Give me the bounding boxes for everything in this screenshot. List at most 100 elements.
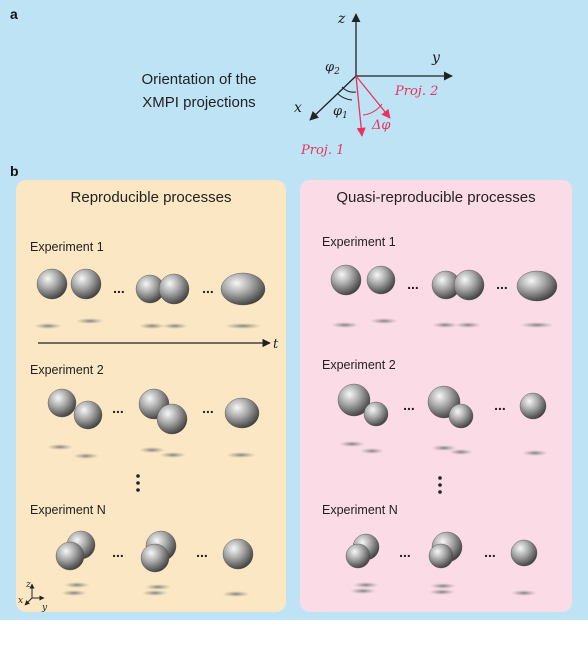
sphere-layer	[36, 264, 558, 573]
time-axis-label: t	[273, 337, 279, 352]
sphere-shadow	[34, 323, 62, 329]
sphere-shadow	[226, 452, 256, 458]
sphere-shadow	[430, 583, 456, 589]
x-axis-label: x	[294, 100, 302, 116]
sphere	[36, 268, 68, 300]
vertical-ellipsis-dot	[438, 483, 442, 487]
vertical-ellipsis-dot	[136, 481, 140, 485]
sphere-shadow	[162, 323, 188, 329]
sphere-shadow	[455, 322, 481, 328]
projection-2-label: Proj. 2	[394, 84, 438, 99]
reproducible-experiment-1-label: Experiment 1	[30, 240, 104, 254]
phi1-arc	[337, 93, 353, 101]
sphere-shadow	[520, 322, 554, 328]
ellipsis: ...	[202, 280, 214, 296]
sphere-shadow	[511, 590, 537, 596]
sphere-shadow	[431, 445, 457, 451]
sphere	[158, 273, 190, 305]
sphere	[366, 265, 396, 295]
small-z-label: z	[25, 580, 31, 590]
shadow-layer	[34, 318, 554, 597]
orientation-caption-line1: Orientation of the	[141, 71, 256, 88]
sphere	[428, 543, 454, 569]
sphere	[156, 403, 188, 435]
quasi-experiment-2-label: Experiment 2	[322, 358, 396, 372]
sphere	[337, 383, 371, 417]
sphere-shadow	[522, 450, 548, 456]
sphere-shadow	[432, 322, 458, 328]
y-axis-label: y	[431, 50, 441, 66]
ellipsis: ...	[494, 397, 506, 413]
sphere	[47, 388, 77, 418]
projection-2-arrow	[355, 75, 391, 119]
panel-a-background	[0, 0, 588, 158]
sphere	[330, 264, 362, 296]
sphere-shadow	[331, 322, 359, 328]
panel-b-label: b	[10, 163, 19, 179]
quasi-experiment-1-label: Experiment 1	[322, 235, 396, 249]
ellipsis: ...	[484, 544, 496, 560]
sphere-shadow	[139, 447, 165, 453]
sphere-shadow	[47, 444, 73, 450]
sphere	[448, 403, 474, 429]
vertical-ellipsis-dot	[438, 476, 442, 480]
sphere	[220, 272, 266, 306]
sphere-shadow	[339, 441, 365, 447]
phi2-symbol: φ2	[325, 60, 340, 77]
sphere	[70, 268, 102, 300]
sphere	[516, 270, 558, 302]
sphere-shadow	[142, 590, 168, 596]
sphere-shadow	[76, 318, 104, 324]
sphere-shadow	[139, 323, 165, 329]
sphere	[345, 543, 371, 569]
vertical-ellipsis	[136, 474, 140, 492]
sphere-shadow	[360, 448, 384, 454]
quasi-reproducible-title: Quasi-reproducible processes	[336, 189, 535, 206]
orientation-diagram: z y x φ2 φ1 Δφ Proj. 2 Proj. 1	[294, 11, 453, 158]
phi2-arc	[341, 86, 357, 93]
vertical-ellipsis	[438, 476, 442, 494]
reproducible-experiment-n-label: Experiment N	[30, 503, 106, 517]
delta-phi-label: Δφ	[371, 118, 391, 133]
sphere	[55, 541, 85, 571]
small-y-label: y	[41, 603, 48, 613]
sphere-shadow	[449, 449, 473, 455]
reproducible-title: Reproducible processes	[71, 189, 232, 206]
small-x-label: x	[18, 596, 23, 606]
ellipsis: ...	[202, 400, 214, 416]
sphere-shadow	[145, 584, 171, 590]
ellipsis-layer: ....................................	[112, 276, 508, 560]
ellipsis: ...	[112, 400, 124, 416]
ellipsis: ...	[403, 397, 415, 413]
sphere	[224, 397, 260, 429]
sphere-shadow	[64, 582, 90, 588]
quasi-experiment-n-label: Experiment N	[322, 503, 398, 517]
sphere-shadow	[429, 589, 455, 595]
sphere-shadow	[61, 590, 87, 596]
sphere-shadow	[224, 323, 262, 329]
ellipsis: ...	[399, 544, 411, 560]
sphere	[222, 538, 254, 570]
delta-phi-arc	[362, 103, 383, 116]
reproducible-experiment-2-label: Experiment 2	[30, 363, 104, 377]
ellipsis: ...	[112, 544, 124, 560]
sphere-shadow	[353, 582, 379, 588]
sphere	[519, 392, 547, 420]
small-coordinate-axes: z x y	[18, 580, 48, 613]
panel-a-label: a	[10, 6, 18, 22]
sphere-shadow	[73, 453, 99, 459]
phi1-symbol: φ1	[333, 104, 348, 121]
ellipsis: ...	[113, 280, 125, 296]
vertical-ellipsis-dot	[136, 474, 140, 478]
ellipsis: ...	[496, 276, 508, 292]
ellipsis: ...	[407, 276, 419, 292]
orientation-caption-line2: XMPI projections	[142, 94, 255, 111]
sphere	[73, 400, 103, 430]
sphere-shadow	[160, 452, 186, 458]
x-axis	[309, 75, 357, 121]
sphere	[140, 543, 170, 573]
sphere-shadow	[350, 588, 376, 594]
sphere	[453, 269, 485, 301]
sphere-shadow	[370, 318, 398, 324]
